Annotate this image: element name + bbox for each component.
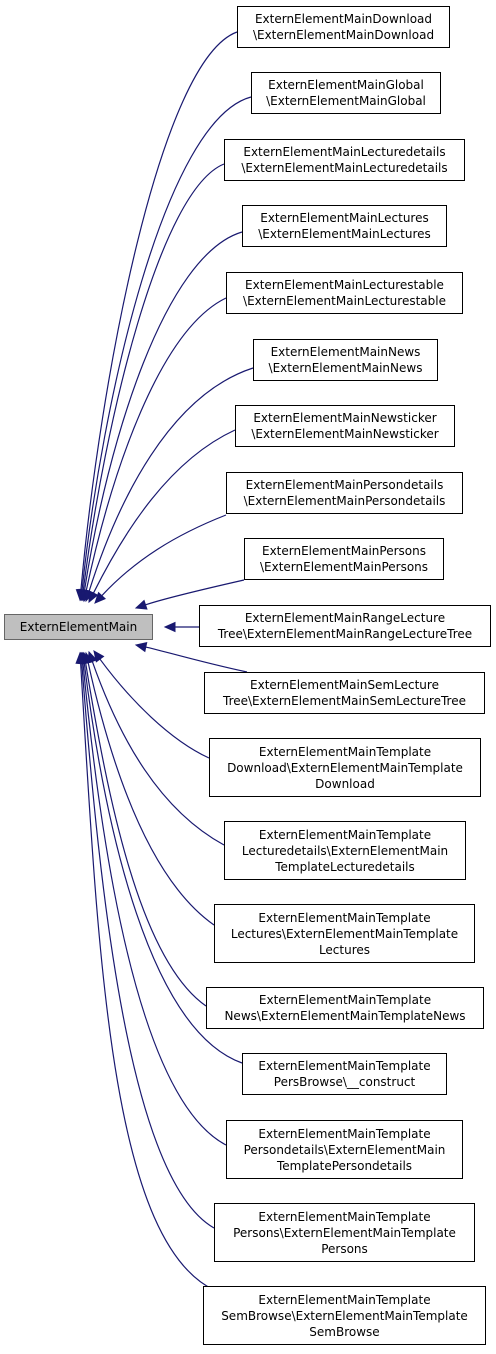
node-child-18[interactable]: ExternElementMainTemplate SemBrowse\Exte… [203, 1286, 486, 1345]
node-child-12[interactable]: ExternElementMainTemplate Lecturedetails… [224, 821, 466, 880]
node-child-15[interactable]: ExternElementMainTemplate PersBrowse\__c… [242, 1053, 447, 1095]
node-child-16[interactable]: ExternElementMainTemplate Persondetails\… [226, 1120, 463, 1179]
edge-3 [83, 231, 243, 591]
node-root: ExternElementMain [4, 614, 153, 640]
edge-arrowhead-7 [94, 591, 107, 604]
edge-11 [99, 658, 210, 759]
edge-13 [87, 662, 215, 926]
node-child-5[interactable]: ExternElementMainNews \ExternElementMain… [253, 339, 438, 381]
edge-16 [82, 662, 227, 1146]
node-child-14[interactable]: ExternElementMainTemplate News\ExternEle… [206, 987, 484, 1029]
edge-arrowhead-18 [75, 651, 86, 664]
edge-arrowhead-10 [134, 641, 148, 653]
edge-10 [145, 646, 248, 673]
edge-14 [85, 662, 207, 1007]
edge-arrowhead-6 [88, 590, 99, 604]
edge-arrowhead-8 [134, 599, 148, 610]
node-child-7[interactable]: ExternElementMainPersondetails \ExternEl… [226, 472, 463, 514]
edge-17 [81, 662, 215, 1229]
node-child-10[interactable]: ExternElementMainSemLecture Tree\ExternE… [204, 672, 485, 714]
edge-7 [101, 514, 227, 597]
edge-arrowhead-9 [163, 621, 176, 633]
node-child-13[interactable]: ExternElementMainTemplate Lectures\Exter… [214, 904, 475, 963]
edge-0 [80, 31, 238, 591]
edge-15 [83, 662, 243, 1064]
edge-5 [88, 367, 254, 592]
edge-18 [80, 662, 215, 1291]
node-child-17[interactable]: ExternElementMainTemplate Persons\Extern… [214, 1203, 475, 1262]
node-child-9[interactable]: ExternElementMainRangeLecture Tree\Exter… [199, 605, 491, 647]
node-child-4[interactable]: ExternElementMainLecturestable \ExternEl… [226, 272, 463, 314]
edge-1 [81, 96, 252, 591]
edge-12 [91, 661, 225, 846]
node-child-1[interactable]: ExternElementMainGlobal \ExternElementMa… [251, 72, 441, 114]
node-child-3[interactable]: ExternElementMainLectures \ExternElement… [242, 205, 447, 247]
edge-8 [145, 579, 245, 606]
edge-4 [85, 297, 227, 592]
node-child-0[interactable]: ExternElementMainDownload \ExternElement… [237, 6, 450, 48]
edge-6 [92, 429, 236, 594]
node-child-6[interactable]: ExternElementMainNewsticker \ExternEleme… [235, 405, 455, 447]
edge-2 [82, 163, 225, 591]
node-child-8[interactable]: ExternElementMainPersons \ExternElementM… [244, 538, 444, 580]
node-child-2[interactable]: ExternElementMainLecturedetails \ExternE… [224, 139, 465, 181]
node-child-11[interactable]: ExternElementMainTemplate Download\Exter… [209, 738, 481, 797]
